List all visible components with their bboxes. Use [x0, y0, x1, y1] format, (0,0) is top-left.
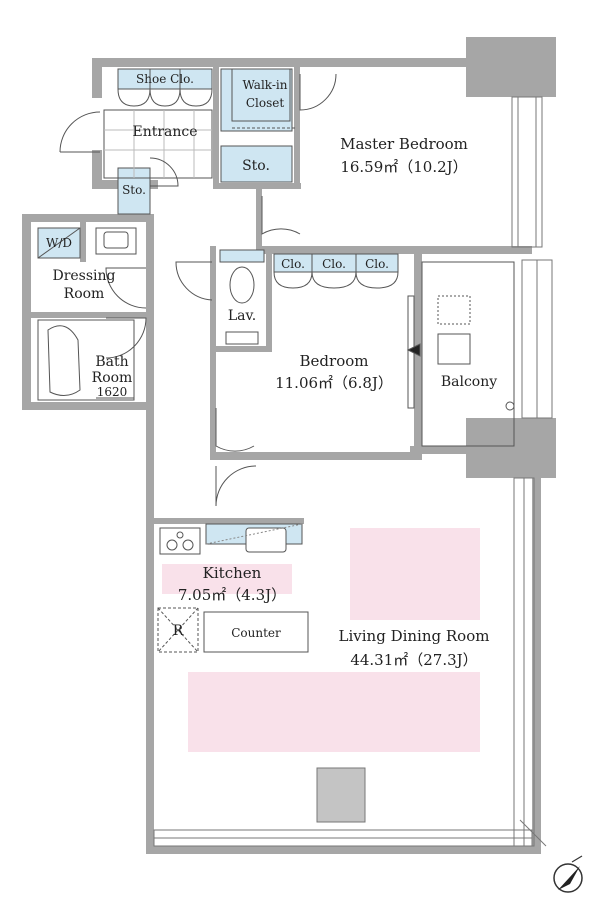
wall-hall-right: [256, 183, 262, 254]
kitchen-counter: [203, 611, 309, 653]
door-lav: [175, 261, 213, 301]
toilet: [229, 266, 255, 304]
north-arrow-icon: [553, 855, 583, 893]
bedroom-area: 11.06㎡（6.8J）: [275, 374, 393, 392]
living-dining-label: Living Dining Room: [339, 627, 490, 645]
labels: Master Bedroom 16.59㎡（10.2J） Bedroom 11.…: [46, 72, 497, 669]
wall-bedroom-bottom: [212, 452, 422, 460]
kitchen-label: Kitchen: [203, 564, 262, 582]
interior-walls: [31, 67, 304, 524]
bath-area: [37, 319, 135, 401]
dressing-room-label-1: Dressing: [52, 268, 115, 284]
zone-kitchen: [162, 564, 292, 594]
door-shoe-1: [117, 88, 151, 107]
refrigerator-space: [157, 607, 199, 653]
balcony-area: [421, 261, 515, 447]
wall-bath-bottom: [22, 402, 154, 410]
door-entrance: [59, 111, 101, 153]
zone-dining: [350, 528, 480, 620]
door-sto-entrance: [149, 157, 179, 187]
bath-room-label-1: Bath: [95, 354, 128, 370]
shoe-closet-area: [117, 68, 213, 90]
wall-kitchen-counter: [154, 518, 304, 524]
kitchen-area: 7.05㎡（4.3J）: [178, 586, 286, 604]
bath-room-size: 1620: [97, 385, 128, 399]
column-top-right: [466, 37, 556, 97]
closet-label-2: Clo.: [322, 257, 346, 271]
balcony-unit-lower: [437, 333, 471, 365]
door-closet-2: [311, 271, 357, 289]
door-hall-master: [261, 196, 301, 235]
entrance-label: Entrance: [132, 124, 197, 140]
door-bath: [105, 317, 147, 359]
master-bedroom-area: 16.59㎡（10.2J）: [340, 158, 467, 176]
counter-label: Counter: [231, 626, 281, 640]
storage-entrance-label: Sto.: [122, 183, 146, 197]
door-shoe-2: [149, 88, 181, 107]
wall-bath-left: [22, 214, 31, 410]
lav-storage-area: [219, 249, 265, 263]
door-bedroom: [215, 408, 255, 452]
window-master: [511, 96, 543, 248]
bedroom-label: Bedroom: [300, 352, 369, 370]
wall-dressing-mid: [80, 222, 86, 262]
door-closet-3: [355, 271, 399, 289]
door-dressing: [105, 267, 147, 309]
washbasin-dressing: [95, 227, 137, 255]
wall-balcony-bottom: [410, 446, 472, 454]
bedroom-closet-area: [273, 253, 399, 273]
wall-dressing-divider: [31, 312, 146, 318]
wall-lav-bottom: [216, 346, 270, 352]
wall-entrance-closet-divider: [213, 67, 219, 185]
wall-entrance-left-lower: [92, 150, 102, 188]
window-frames: [153, 96, 553, 847]
wall-bedroom-left: [210, 246, 216, 460]
bathtub: [47, 325, 81, 396]
walk-in-closet-label-2: Closet: [246, 96, 285, 110]
wall-lav-right: [266, 246, 272, 352]
bath-room-label-2: Room: [92, 370, 133, 386]
balcony-label: Balcony: [441, 374, 497, 390]
lavatory-label: Lav.: [228, 308, 256, 324]
doors: [59, 73, 421, 507]
kitchen-stove: [159, 527, 201, 555]
wall-wic-right: [294, 67, 300, 185]
storage-master-label: Sto.: [242, 158, 270, 174]
wall-entrance-left: [92, 58, 102, 98]
door-master: [299, 73, 337, 111]
closet-label-3: Clo.: [365, 257, 389, 271]
wall-right-ldk: [532, 470, 541, 854]
lav-counter: [219, 249, 265, 263]
refrigerator-label: R: [173, 623, 184, 639]
washer-dryer-label: W/D: [46, 236, 72, 250]
fixtures: [37, 68, 515, 823]
storage-master-area: [220, 145, 293, 183]
wall-master-bottom: [262, 246, 532, 254]
zone-living: [188, 672, 480, 752]
door-shoe-3: [179, 88, 213, 107]
ldk-column: [316, 767, 366, 823]
entrance-floor: [103, 109, 213, 179]
wall-top: [92, 58, 472, 67]
door-closet-1: [273, 271, 313, 289]
door-ldk: [215, 465, 257, 507]
kitchen-sink: [245, 527, 287, 553]
wall-bath-top: [22, 214, 154, 222]
balcony-unit-upper: [437, 295, 471, 325]
closet-label-1: Clo.: [281, 257, 305, 271]
column-mid-right: [466, 418, 556, 478]
shoe-closet-label: Shoe Clo.: [136, 72, 194, 86]
master-bedroom-label: Master Bedroom: [340, 135, 468, 153]
wall-ldk-left: [146, 214, 154, 854]
living-dining-area: 44.31㎡（27.3J）: [350, 651, 477, 669]
furniture-zones: [162, 528, 480, 752]
wall-bottom: [146, 846, 541, 854]
dressing-room-label-2: Room: [64, 286, 105, 302]
outer-walls: [22, 37, 556, 854]
walk-in-closet-label-1: Walk-in: [243, 78, 288, 92]
